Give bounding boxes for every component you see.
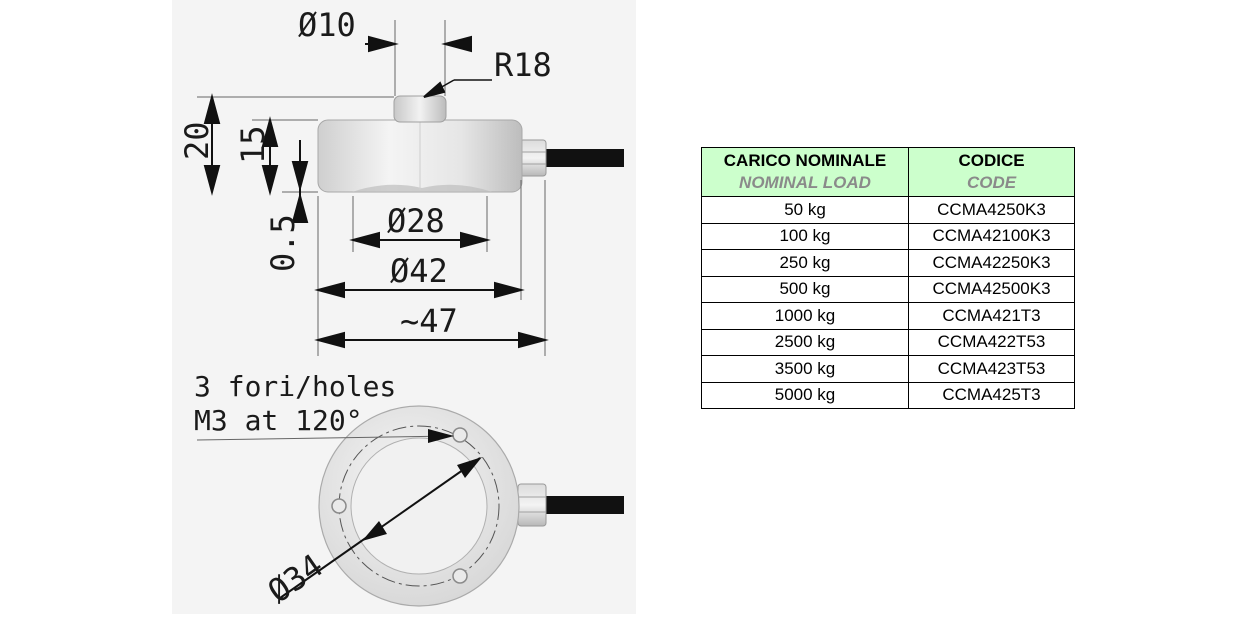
table-header-row: CARICO NOMINALE NOMINAL LOAD CODICE CODE <box>701 147 1075 197</box>
table-row: 500 kg CCMA42500K3 <box>701 275 1075 303</box>
header-load-english: NOMINAL LOAD <box>739 173 871 192</box>
cable-gland-top <box>517 483 547 527</box>
load-cell: 5000 kg <box>701 381 909 409</box>
inner-ring <box>350 437 488 575</box>
code-cell: CCMA42250K3 <box>908 249 1075 277</box>
dim-diameter-28: Ø28 <box>387 202 445 240</box>
load-cell: 50 kg <box>701 196 909 224</box>
technical-drawing: Ø10 R18 20 15 0.5 Ø28 Ø42 ~47 <box>178 6 624 611</box>
code-cell: CCMA4250K3 <box>908 196 1075 224</box>
mounting-hole-icon <box>452 568 468 584</box>
code-cell: CCMA425T3 <box>908 381 1075 409</box>
code-cell: CCMA42500K3 <box>908 275 1075 303</box>
table-row: 250 kg CCMA42250K3 <box>701 249 1075 277</box>
code-cell: CCMA42100K3 <box>908 222 1075 250</box>
holes-note-line1: 3 fori/holes <box>194 370 396 403</box>
code-cell: CCMA422T53 <box>908 328 1075 356</box>
cable-top <box>542 496 624 514</box>
dim-width-47: ~47 <box>400 302 458 340</box>
table-row: 3500 kg CCMA423T53 <box>701 355 1075 383</box>
mounting-hole-icon <box>331 498 347 514</box>
table-row: 1000 kg CCMA421T3 <box>701 302 1075 330</box>
table-row: 5000 kg CCMA425T3 <box>701 381 1075 409</box>
cable-gland <box>519 139 547 177</box>
header-nominal-load: CARICO NOMINALE NOMINAL LOAD <box>701 147 909 197</box>
dim-diameter-42: Ø42 <box>390 252 448 290</box>
table-row: 50 kg CCMA4250K3 <box>701 196 1075 224</box>
holes-note-line2: M3 at 120° <box>194 404 363 437</box>
load-cell: 3500 kg <box>701 355 909 383</box>
load-cell: 100 kg <box>701 222 909 250</box>
load-cell: 2500 kg <box>701 328 909 356</box>
dim-height-15: 15 <box>234 125 272 164</box>
table-row: 100 kg CCMA42100K3 <box>701 222 1075 250</box>
header-load-italian: CARICO NOMINALE <box>723 151 887 170</box>
dim-diameter-10: Ø10 <box>298 6 356 44</box>
cable <box>544 149 624 167</box>
top-view: 3 fori/holes M3 at 120° Ø34 <box>194 370 624 611</box>
load-cell: 1000 kg <box>701 302 909 330</box>
header-code-english: CODE <box>966 173 1017 192</box>
dim-height-20: 20 <box>178 121 216 160</box>
dim-radius-18: R18 <box>494 46 552 84</box>
load-cell: 250 kg <box>701 249 909 277</box>
load-code-table: CARICO NOMINALE NOMINAL LOAD CODICE CODE… <box>701 147 1075 409</box>
side-view: Ø10 R18 20 15 0.5 Ø28 Ø42 ~47 <box>178 6 624 356</box>
header-code: CODICE CODE <box>908 147 1075 197</box>
load-cell: 500 kg <box>701 275 909 303</box>
code-cell: CCMA423T53 <box>908 355 1075 383</box>
code-cell: CCMA421T3 <box>908 302 1075 330</box>
load-button <box>393 95 447 123</box>
header-code-italian: CODICE <box>958 151 1025 170</box>
mounting-hole-icon <box>452 427 468 443</box>
dim-diameter-34: Ø34 <box>261 546 330 610</box>
technical-drawing-panel: Ø10 R18 20 15 0.5 Ø28 Ø42 ~47 <box>172 0 636 614</box>
dim-offset-05: 0.5 <box>264 214 302 272</box>
table-row: 2500 kg CCMA422T53 <box>701 328 1075 356</box>
